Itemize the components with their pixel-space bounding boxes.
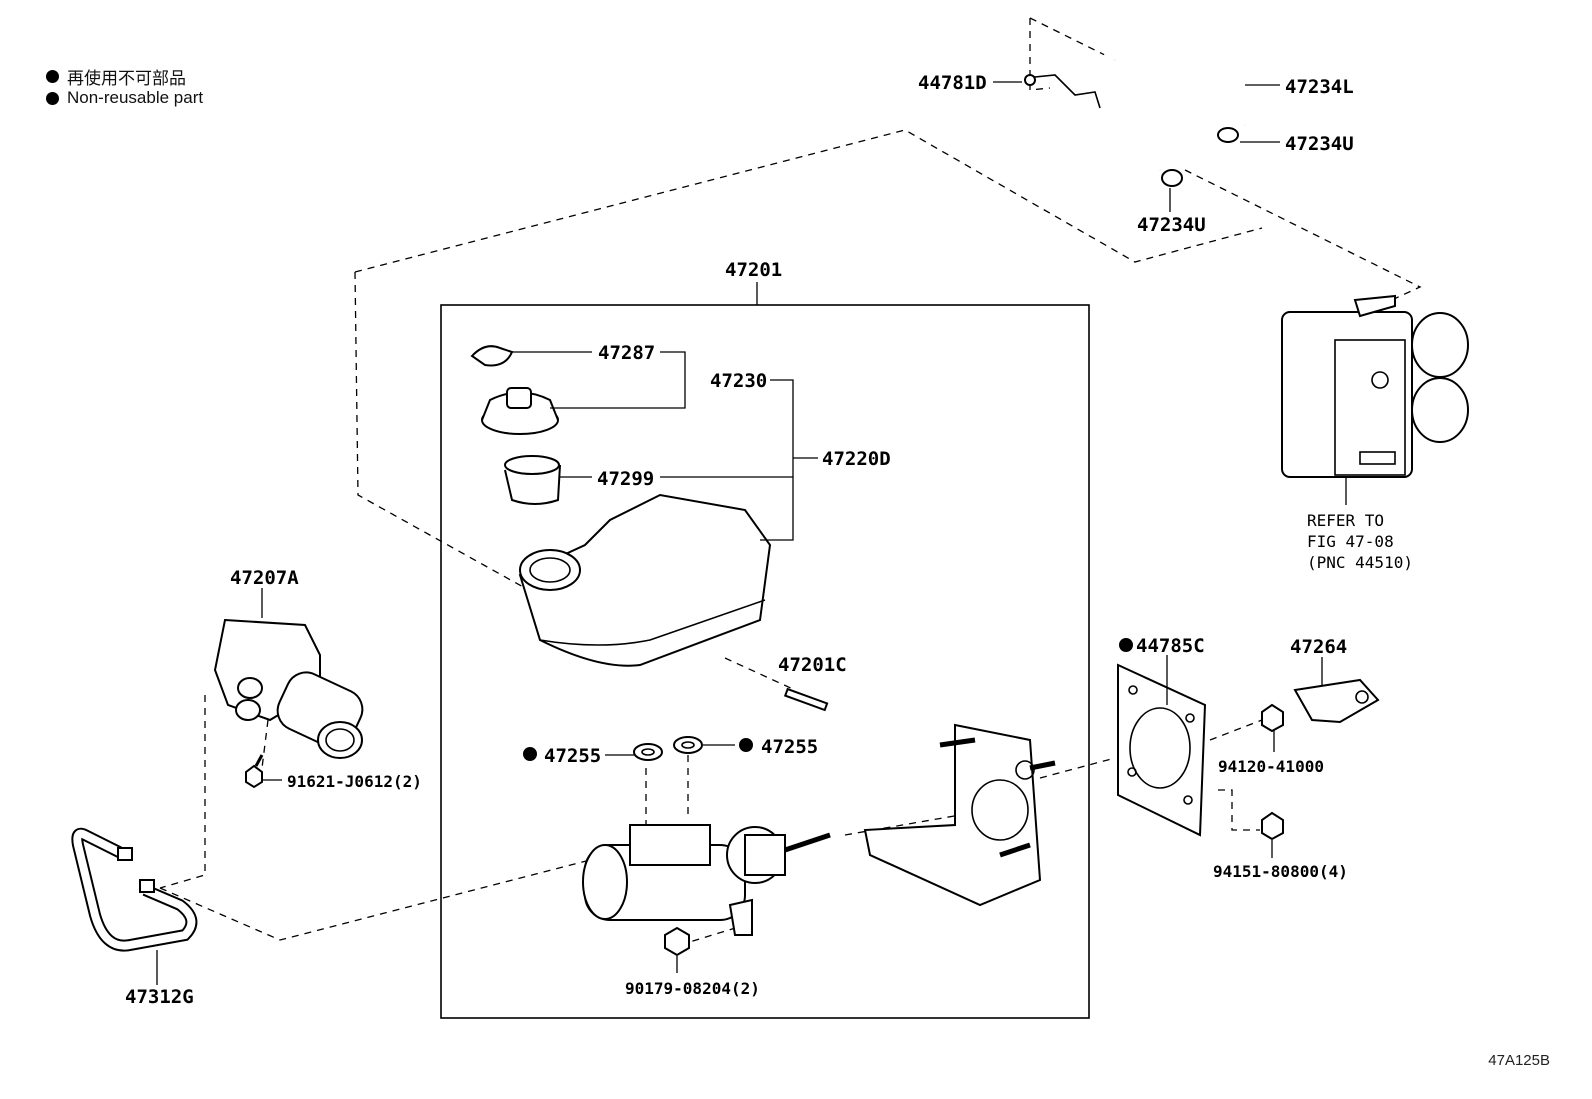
- non-reusable-dot-icon: [523, 747, 537, 761]
- label-47312G: 47312G: [125, 986, 194, 1008]
- label-47299: 47299: [597, 468, 654, 490]
- label-94120: 94120-41000: [1218, 757, 1324, 776]
- legend-en-text: Non-reusable part: [67, 88, 204, 107]
- label-47207A: 47207A: [230, 567, 299, 589]
- pin-47201C-drawing: [783, 687, 829, 712]
- label-47234U-right: 47234U: [1285, 133, 1354, 155]
- label-47255-right: 47255: [761, 736, 818, 758]
- leader-lines: [156, 81, 1347, 985]
- dashed-assembly-lines: [159, 17, 1422, 946]
- label-47230: 47230: [710, 370, 767, 392]
- label-47234L: 47234L: [1285, 76, 1354, 98]
- non-reusable-dot-icon: [46, 70, 59, 83]
- label-47264: 47264: [1290, 636, 1347, 658]
- label-44781D: 44781D: [918, 72, 987, 94]
- assembly-47201-frame: [440, 304, 1090, 1019]
- clevis-47264-drawing: [1293, 678, 1380, 724]
- washer-drawing: [633, 736, 703, 761]
- figure-id: 47A125B: [1488, 1052, 1550, 1069]
- gasket-44785C-drawing: [1117, 663, 1207, 837]
- label-94151: 94151-80800(4): [1213, 862, 1348, 881]
- label-90179: 90179-08204(2): [625, 979, 760, 998]
- reference-line-1: REFER TO: [1307, 511, 1384, 530]
- non-reusable-dot-icon: [1119, 638, 1133, 652]
- master-cylinder-drawing: [582, 824, 831, 936]
- label-44785C: 44785C: [1136, 635, 1205, 657]
- label-47234U-bottom: 47234U: [1137, 214, 1206, 236]
- reservoir-tank-drawing: [518, 493, 772, 667]
- clip-44781D-drawing: [1024, 74, 1101, 109]
- abs-actuator-drawing: [1281, 294, 1469, 478]
- legend-en: Non-reusable part: [46, 88, 203, 108]
- legend-jp: 再使用不可部品: [46, 64, 186, 89]
- label-91621: 91621-J0612(2): [287, 772, 422, 791]
- label-47287: 47287: [598, 342, 655, 364]
- booster-bracket-drawing: [863, 723, 1056, 907]
- label-47255-left: 47255: [544, 745, 601, 767]
- reservoir-cap-drawing: [470, 345, 561, 505]
- reference-line-3: (PNC 44510): [1307, 553, 1413, 572]
- housing-47207A-drawing: [213, 618, 364, 759]
- hose-clamp-drawing: [1161, 127, 1239, 187]
- nut-94151-drawing: [1261, 811, 1284, 841]
- bolt-91621-drawing: [245, 754, 264, 789]
- brake-line-47312G-drawing: [71, 827, 198, 952]
- reference-line-2: FIG 47-08: [1307, 532, 1394, 551]
- label-47220D: 47220D: [822, 448, 891, 470]
- label-47201C: 47201C: [778, 654, 847, 676]
- legend-jp-text: 再使用不可部品: [67, 69, 186, 88]
- nut-94120-drawing: [1261, 703, 1284, 733]
- non-reusable-dot-icon: [46, 91, 59, 105]
- hose-47234L-drawing: [1101, 38, 1249, 173]
- nut-90179-drawing: [664, 926, 690, 957]
- non-reusable-dot-icon: [739, 738, 753, 752]
- label-47201: 47201: [725, 259, 782, 281]
